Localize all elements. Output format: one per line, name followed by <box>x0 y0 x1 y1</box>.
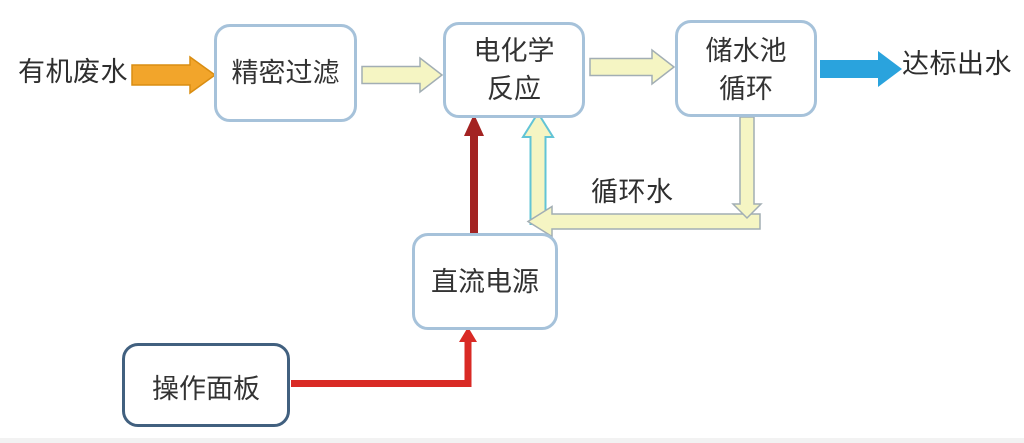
control-line-arrowhead <box>459 327 477 342</box>
outlet-arrow <box>820 51 902 87</box>
node-precision-filter: 精密过滤 <box>214 24 357 122</box>
node-precision-filter-label: 精密过滤 <box>231 58 340 88</box>
node-dc-power: 直流电源 <box>412 233 558 330</box>
inlet-label: 有机废水 <box>18 57 128 87</box>
power-arrow <box>464 114 484 233</box>
node-control-panel-label: 操作面板 <box>152 374 260 404</box>
recycle-up-arrow <box>521 111 555 225</box>
bottom-edge-strip <box>0 438 1024 443</box>
node-storage-line2: 循环 <box>719 73 773 104</box>
filter-to-electro-arrow <box>361 56 444 94</box>
node-storage-pool: 储水池 循环 <box>675 20 817 117</box>
node-electrochemical-line2: 反应 <box>487 74 541 104</box>
recycle-left-arrow <box>526 205 761 238</box>
recycle-label: 循环水 <box>591 177 674 207</box>
control-line <box>291 340 472 387</box>
node-storage-line1: 储水池 <box>705 35 787 66</box>
node-dc-power-label: 直流电源 <box>431 266 539 297</box>
node-control-panel: 操作面板 <box>122 343 290 427</box>
node-electrochemical-line1: 电化学 <box>473 36 555 66</box>
electro-to-storage-arrow <box>589 48 676 86</box>
node-electrochemical-reaction: 电化学 反应 <box>443 22 585 118</box>
storage-down-arrow <box>731 116 763 220</box>
outlet-label: 达标出水 <box>902 49 1012 79</box>
inlet-arrow <box>131 55 217 95</box>
